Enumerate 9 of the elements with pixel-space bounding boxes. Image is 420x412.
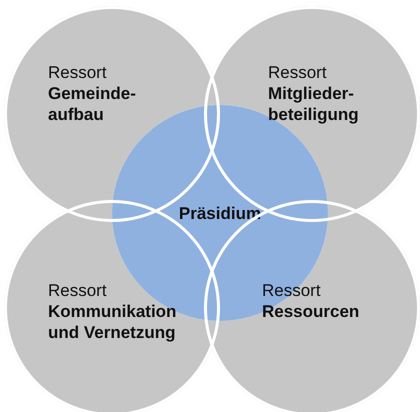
department-name: Gemeinde- aufbau xyxy=(48,83,137,125)
department-name: Ressourcen xyxy=(262,301,360,322)
department-name: Kommunikation und Vernetzung xyxy=(48,301,178,343)
department-heading: Ressort xyxy=(268,62,328,83)
department-heading: Ressort xyxy=(48,62,108,83)
department-heading: Ressort xyxy=(262,280,322,301)
presidium-label: Präsidium xyxy=(178,204,262,223)
department-heading: Ressort xyxy=(48,280,108,301)
department-name: Mitglieder- beteiligung xyxy=(268,83,360,125)
